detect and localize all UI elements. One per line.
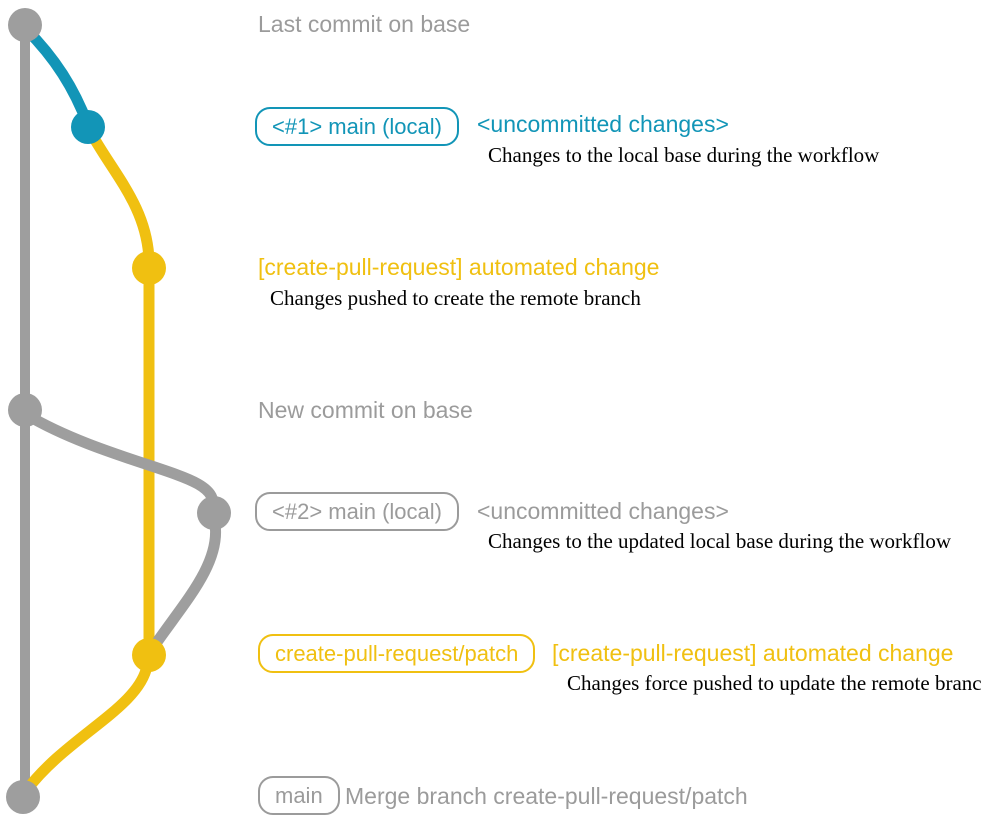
local-main-branch-curve-2 bbox=[24, 410, 220, 513]
commit-dot-uncommitted-changes-1 bbox=[71, 110, 105, 144]
commit-dot-new-commit-on-base bbox=[8, 393, 42, 427]
git-graph bbox=[6, 8, 231, 814]
desc-uncommitted-changes-1: Changes to the local base during the wor… bbox=[488, 143, 880, 167]
branch-pill-create-pull-request-patch: create-pull-request/patch bbox=[258, 634, 536, 674]
local-main-branch-curve-1 bbox=[22, 25, 94, 127]
commit-dot-uncommitted-changes-2 bbox=[197, 496, 231, 530]
desc-automated-change-1: Changes pushed to create the remote bran… bbox=[270, 286, 641, 310]
branch-pill-main-local-2: <#2> main (local) bbox=[255, 492, 459, 532]
label-last-commit-on-base: Last commit on base bbox=[258, 11, 471, 37]
label-uncommitted-changes-2: <uncommitted changes> bbox=[477, 498, 729, 524]
desc-uncommitted-changes-2: Changes to the updated local base during… bbox=[488, 529, 952, 553]
commit-dot-automated-change-2 bbox=[132, 638, 166, 672]
commit-dot-last-commit-on-base bbox=[8, 8, 42, 42]
patch-branch-curve-1 bbox=[85, 128, 155, 261]
label-automated-change-2: [create-pull-request] automated change bbox=[552, 640, 954, 666]
force-push-curve bbox=[148, 523, 222, 652]
branch-pill-main-local-1: <#1> main (local) bbox=[255, 107, 459, 147]
branch-pill-main: main bbox=[258, 776, 340, 816]
label-new-commit-on-base: New commit on base bbox=[258, 397, 473, 423]
commit-dot-automated-change-1 bbox=[132, 251, 166, 285]
desc-automated-change-2: Changes force pushed to update the remot… bbox=[567, 671, 981, 695]
label-automated-change-1: [create-pull-request] automated change bbox=[258, 254, 660, 280]
merge-curve bbox=[21, 664, 153, 795]
label-merge-branch: Merge branch create-pull-request/patch bbox=[345, 783, 748, 809]
commit-dot-merge-commit bbox=[6, 780, 40, 814]
label-uncommitted-changes-1: <uncommitted changes> bbox=[477, 111, 729, 137]
